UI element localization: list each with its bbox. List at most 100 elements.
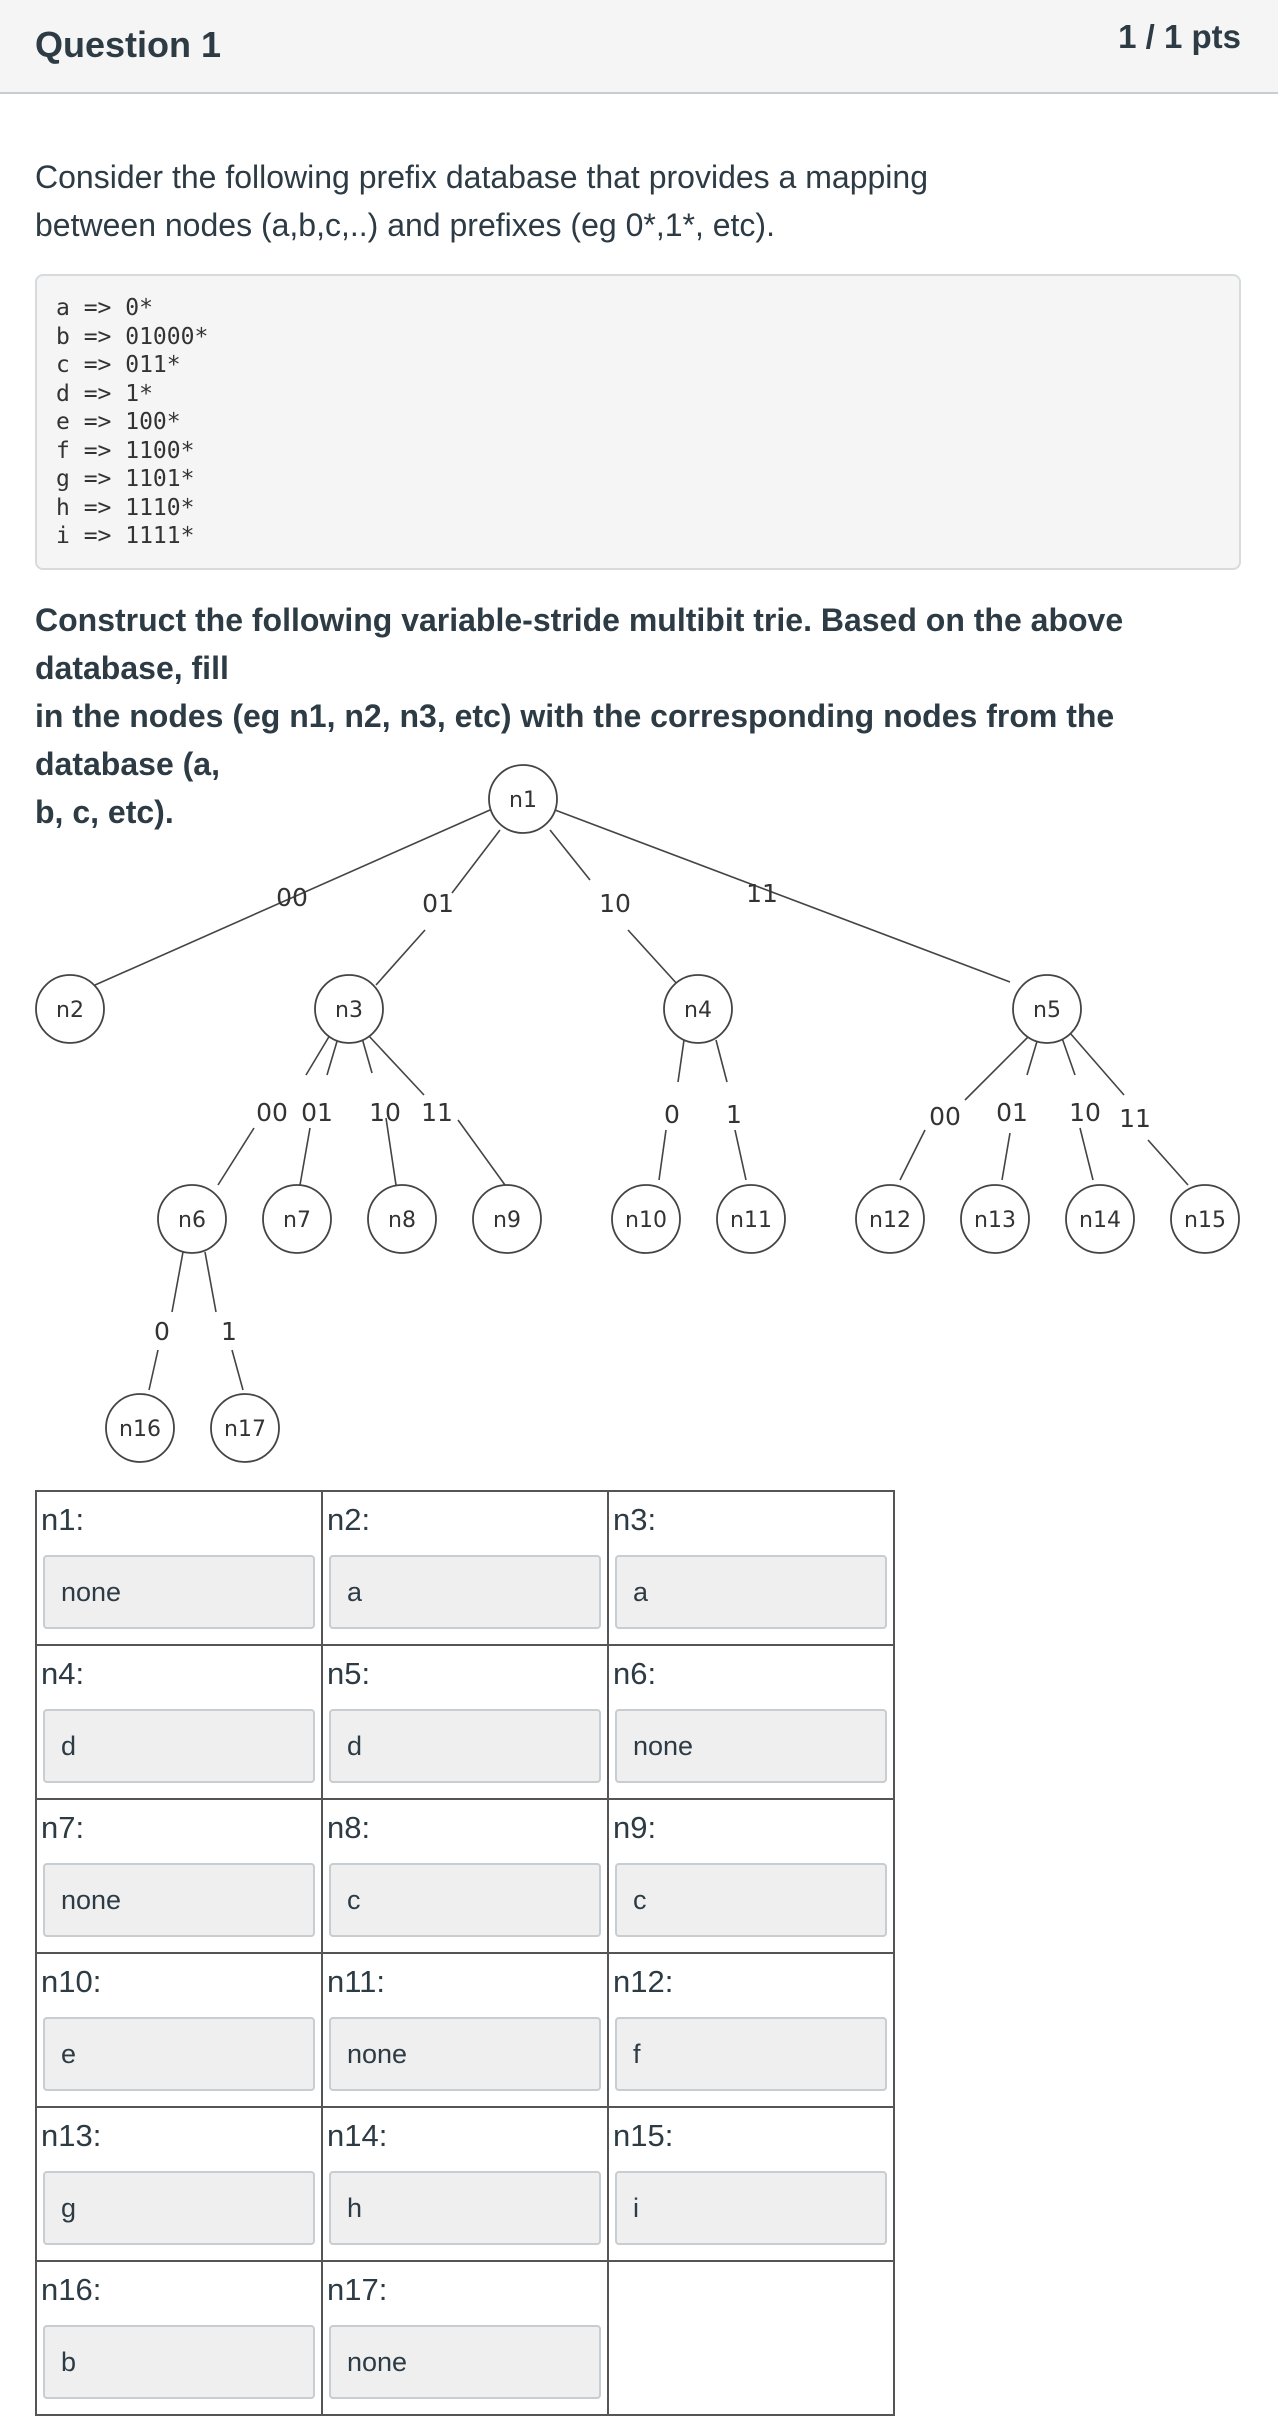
- trie-node-label: n12: [869, 1208, 911, 1233]
- trie-node-n14: [1065, 1184, 1135, 1254]
- answer-row: n16:b n17:none: [35, 2260, 895, 2416]
- edge-label: 00: [276, 883, 308, 912]
- trie-node-n3: [314, 974, 384, 1044]
- edge-label: 0: [664, 1100, 680, 1129]
- trie-edge: [1061, 1037, 1076, 1076]
- answer-field-n2[interactable]: a: [329, 1555, 601, 1629]
- code-line: c => 011*: [56, 352, 181, 378]
- answer-label: n2:: [327, 1502, 371, 1537]
- answer-label: n4:: [41, 1656, 85, 1691]
- answer-field-n6[interactable]: none: [615, 1709, 887, 1783]
- answer-cell: n3:a: [607, 1490, 895, 1646]
- answer-cell: n4: d: [35, 1644, 323, 1800]
- trie-edge: [94, 809, 491, 986]
- edge-label: 01: [422, 889, 454, 918]
- trie-edge: [1079, 1127, 1094, 1181]
- answer-cell: n9:c: [607, 1798, 895, 1954]
- trie-node-label: n9: [493, 1208, 521, 1233]
- answer-row: n1:none n2:a n3:a: [35, 1490, 895, 1646]
- answer-label: n7:: [41, 1810, 85, 1845]
- intro-line: Consider the following prefix database t…: [35, 159, 928, 195]
- edge-label: 0: [154, 1317, 170, 1346]
- answer-cell: n11: none: [321, 1952, 609, 2108]
- answer-field-n13[interactable]: g: [43, 2171, 315, 2245]
- edge-label: 10: [599, 889, 631, 918]
- intro-line: between nodes (a,b,c,..) and prefixes (e…: [35, 207, 775, 243]
- answer-field-n4[interactable]: d: [43, 1709, 315, 1783]
- trie-node-label: n8: [388, 1208, 416, 1233]
- trie-node-n8: [367, 1184, 437, 1254]
- edge-label: 00: [256, 1098, 288, 1127]
- instruction-line: Construct the following variable-stride …: [35, 602, 1124, 686]
- answer-field-n15[interactable]: i: [615, 2171, 887, 2245]
- trie-node-n4: [663, 974, 733, 1044]
- answer-label: n13:: [41, 2118, 102, 2153]
- answer-field-n9[interactable]: c: [615, 1863, 887, 1937]
- trie-node-n5: [1012, 974, 1082, 1044]
- trie-edge: [148, 1349, 159, 1391]
- answer-field-n3[interactable]: a: [615, 1555, 887, 1629]
- edge-label: 1: [726, 1100, 742, 1129]
- trie-node-n13: [960, 1184, 1030, 1254]
- answer-field-n12[interactable]: f: [615, 2017, 887, 2091]
- code-line: f => 1100*: [56, 437, 195, 464]
- trie-node-label: n3: [335, 998, 363, 1023]
- trie-node-n16: [105, 1393, 175, 1463]
- trie-node-n7: [262, 1184, 332, 1254]
- trie-node-label: n17: [224, 1417, 266, 1442]
- trie-edge: [204, 1251, 217, 1313]
- answer-label: n11:: [327, 1964, 386, 1999]
- trie-node-n17: [210, 1393, 280, 1463]
- trie-edge: [1147, 1139, 1189, 1186]
- answer-cell: n17: none: [321, 2260, 609, 2416]
- trie-node-label: n15: [1184, 1208, 1226, 1233]
- question-intro: Consider the following prefix database t…: [35, 153, 1035, 249]
- code-line: i => 1111*: [56, 523, 195, 549]
- answer-cell: n14: h: [321, 2106, 609, 2262]
- trie-node-label: n7: [283, 1208, 311, 1233]
- edge-label: 11: [421, 1098, 453, 1127]
- trie-edge: [734, 1129, 747, 1181]
- answer-field-n7[interactable]: none: [43, 1863, 315, 1937]
- answer-cell: n7: none: [35, 1798, 323, 1954]
- trie-edge: [305, 1034, 331, 1076]
- answer-table: n1:none n2:a n3:a n4:d n5:d n6:none n7:n…: [35, 1490, 895, 2416]
- trie-node-label: n13: [974, 1208, 1016, 1233]
- answer-field-n16[interactable]: b: [43, 2325, 315, 2399]
- trie-node-n1: [488, 764, 558, 834]
- answer-cell: n10: e: [35, 1952, 323, 2108]
- trie-edge: [375, 929, 426, 986]
- answer-cell: n13: g: [35, 2106, 323, 2262]
- trie-edge: [1001, 1132, 1011, 1181]
- answer-field-n10[interactable]: e: [43, 2017, 315, 2091]
- edge-label: 01: [301, 1098, 333, 1127]
- trie-edge: [549, 829, 591, 881]
- answer-field-n14[interactable]: h: [329, 2171, 601, 2245]
- answer-field-n1[interactable]: none: [43, 1555, 315, 1629]
- answer-cell: n6:none: [607, 1644, 895, 1800]
- answer-field-n8[interactable]: c: [329, 1863, 601, 1937]
- trie-node-n6: [157, 1184, 227, 1254]
- edge-label: 00: [929, 1102, 961, 1131]
- answer-label: n17:: [327, 2272, 388, 2307]
- trie-edge: [367, 1034, 425, 1096]
- answer-field-n5[interactable]: d: [329, 1709, 601, 1783]
- answer-field-n11[interactable]: none: [329, 2017, 601, 2091]
- trie-edge: [715, 1039, 728, 1083]
- trie-edge: [1026, 1037, 1039, 1076]
- answer-cell: n5:d: [321, 1644, 609, 1800]
- code-line: h => 1110*: [56, 494, 195, 521]
- trie-edge: [385, 1117, 397, 1186]
- trie-edge: [231, 1349, 244, 1391]
- trie-node-n9: [472, 1184, 542, 1254]
- code-line: g => 1101*: [56, 466, 195, 492]
- trie-node-label: n16: [119, 1417, 161, 1442]
- answer-label: n14:: [327, 2118, 388, 2153]
- trie-edge: [677, 1039, 685, 1083]
- answer-label: n10:: [41, 1964, 102, 1999]
- trie-edge: [1069, 1032, 1125, 1096]
- answer-field-n17[interactable]: none: [329, 2325, 601, 2399]
- code-line: d => 1*: [56, 380, 153, 407]
- trie-node-label: n11: [730, 1208, 772, 1233]
- answer-row: n13:g n14:h n15:i: [35, 2106, 895, 2262]
